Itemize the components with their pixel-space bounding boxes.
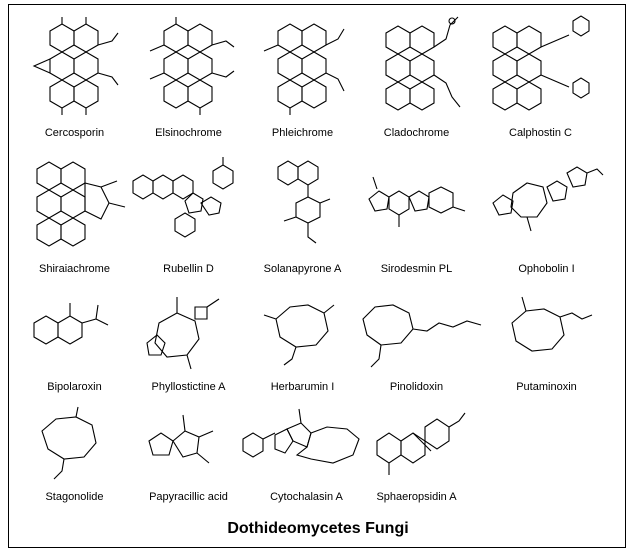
label-phyllostictine-a: Phyllostictine A xyxy=(151,381,226,393)
label-sphaeropsidin-a: Sphaeropsidin A xyxy=(376,491,457,503)
structure-cercosporin xyxy=(13,11,136,121)
label-elsinochrome: Elsinochrome xyxy=(155,127,222,139)
structure-phyllostictine-a xyxy=(127,283,250,379)
label-shiraiachrome: Shiraiachrome xyxy=(39,263,110,275)
structure-rubellin-d xyxy=(127,151,250,256)
label-sirodesmin-pl: Sirodesmin PL xyxy=(380,263,453,275)
label-solanapyrone-a: Solanapyrone A xyxy=(263,263,342,275)
structure-putaminoxin xyxy=(485,289,608,379)
structure-solanapyrone-a xyxy=(241,151,364,256)
structure-herbarumin-i xyxy=(241,289,364,379)
figure-title: Dothideomycetes Fungi xyxy=(227,520,409,537)
structure-phleichrome xyxy=(241,11,364,121)
structure-cladochrome xyxy=(355,11,478,121)
label-phleichrome: Phleichrome xyxy=(271,127,334,139)
structure-sirodesmin-pl xyxy=(355,151,478,256)
label-ophobolin-i: Ophobolin I xyxy=(518,263,575,275)
structure-stagonolide xyxy=(13,401,136,486)
label-putaminoxin: Putaminoxin xyxy=(516,381,577,393)
label-bipolaroxin: Bipolaroxin xyxy=(47,381,102,393)
structure-bipolaroxin xyxy=(13,289,136,379)
structure-shiraiachrome xyxy=(13,151,136,256)
structure-elsinochrome xyxy=(127,11,250,121)
label-cercosporin: Cercosporin xyxy=(44,127,105,139)
label-cytochalasin-a: Cytochalasin A xyxy=(270,491,343,503)
figure-frame: Cercosporin Elsinochrome Phleichrome xyxy=(8,4,626,548)
label-stagonolide: Stagonolide xyxy=(45,491,104,503)
label-rubellin-d: Rubellin D xyxy=(163,263,214,275)
label-calphostin-c: Calphostin C xyxy=(509,127,572,139)
structure-cytochalasin-a xyxy=(235,401,360,486)
structure-calphostin-c xyxy=(469,11,592,121)
structure-papyracillic-acid xyxy=(127,401,250,486)
structure-sphaeropsidin-a xyxy=(355,401,478,486)
label-papyracillic-acid: Papyracillic acid xyxy=(149,491,228,503)
label-pinolidoxin: Pinolidoxin xyxy=(389,381,444,393)
structure-pinolidoxin xyxy=(349,289,482,379)
label-cladochrome: Cladochrome xyxy=(383,127,450,139)
structure-ophobolin-i xyxy=(485,151,608,256)
label-herbarumin-i: Herbarumin I xyxy=(270,381,335,393)
